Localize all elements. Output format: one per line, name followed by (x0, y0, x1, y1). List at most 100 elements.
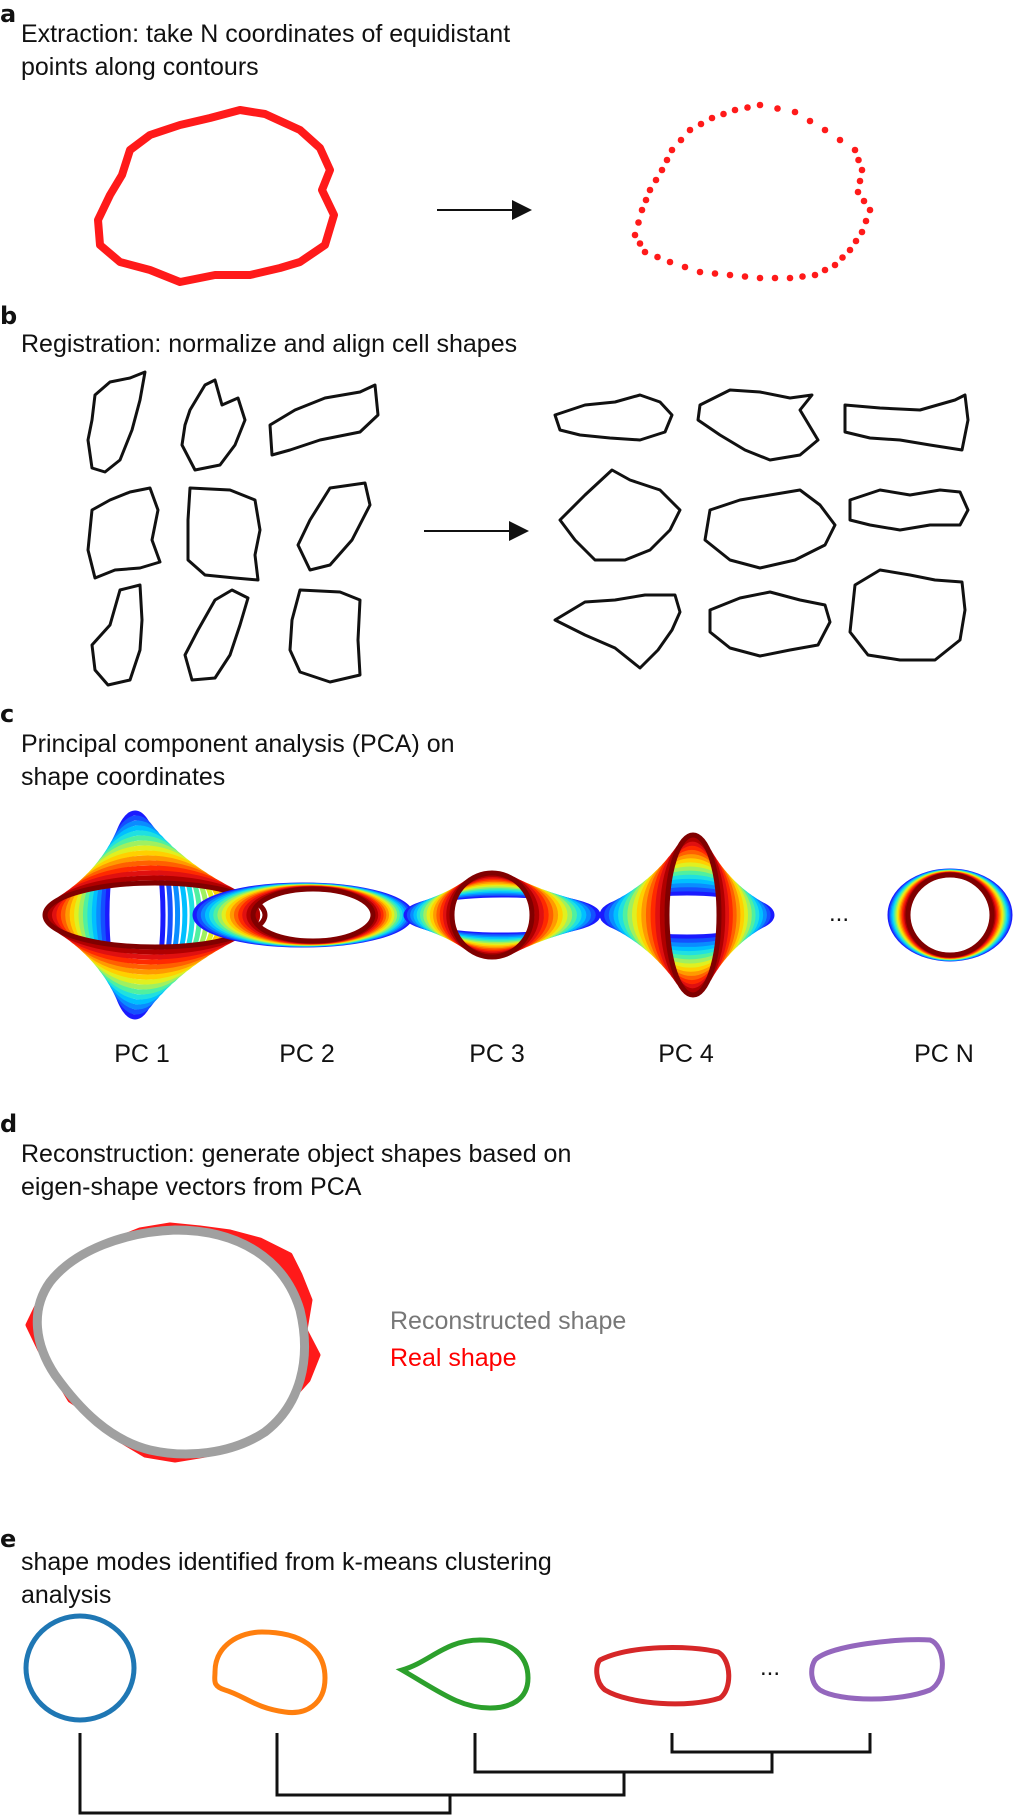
pc-label-3: PC 3 (469, 1040, 525, 1068)
sample-point (756, 101, 764, 109)
pc-label-n: PC N (914, 1040, 974, 1068)
panel-letter-a: a (0, 0, 17, 28)
sample-point (771, 274, 779, 282)
sample-point (831, 261, 839, 269)
pca-contour (613, 878, 764, 952)
pca-contour (645, 849, 737, 981)
legend-real: Real shape (390, 1344, 517, 1372)
sample-point (866, 206, 874, 214)
sample-point (731, 106, 739, 114)
sample-point (836, 136, 844, 144)
sample-point (654, 253, 661, 261)
sample-point (855, 156, 862, 164)
mode-3 (395, 1637, 531, 1711)
sample-point (741, 273, 749, 280)
pc-ellipsis: ... (829, 900, 850, 927)
sample-point (821, 266, 829, 274)
sample-point (666, 258, 674, 266)
sample-point (652, 176, 660, 184)
pca-contour (627, 865, 752, 965)
sample-point (821, 126, 829, 134)
sample-point (726, 271, 734, 279)
pca-contour (636, 857, 745, 973)
sample-point (786, 274, 794, 282)
sample-point (856, 177, 864, 185)
caption-line: shape modes identified from k-means clus… (21, 1548, 552, 1576)
sample-point (846, 246, 854, 254)
reconstruction-legend: Reconstructed shape Real shape (390, 1303, 626, 1377)
sample-point (854, 188, 862, 196)
sample-point (677, 136, 685, 144)
mode-2 (212, 1629, 328, 1716)
panel-c-caption: Principal component analysis (PCA) on sh… (21, 728, 455, 794)
panel-a-caption: Extraction: take N coordinates of equidi… (21, 18, 510, 84)
panel-letter-b: b (0, 302, 18, 330)
pca-contour (608, 882, 767, 948)
sample-point (646, 186, 654, 194)
raw-contour (94, 106, 338, 286)
sample-point (862, 217, 870, 225)
dendrogram (78, 1733, 872, 1815)
pca-contour (95, 820, 181, 1010)
panel-d-caption: Reconstruction: generate object shapes b… (21, 1138, 571, 1204)
sample-point (811, 271, 819, 279)
pca-contour (42, 880, 268, 950)
modes-ellipsis: ... (760, 1654, 781, 1681)
sample-point (744, 104, 751, 111)
sample-point (799, 273, 806, 280)
caption-line: Extraction: take N coordinates of equidi… (21, 20, 511, 48)
sampled-points (631, 101, 874, 282)
sample-point (860, 197, 868, 205)
sample-point (697, 120, 705, 128)
caption-line: shape coordinates (21, 763, 226, 791)
pc-label-1: PC 1 (114, 1040, 170, 1068)
sample-point (631, 231, 639, 239)
sample-point (668, 146, 676, 154)
pca-contour (622, 869, 756, 961)
pca-contour (655, 840, 730, 990)
panel-b-caption: Registration: normalize and align cell s… (21, 328, 517, 361)
pca-contour (599, 890, 775, 940)
panel-letter-c: c (0, 700, 15, 728)
sample-point (642, 196, 650, 204)
mode-4 (594, 1644, 732, 1707)
shape-modes (23, 1613, 945, 1723)
pca-contour (250, 886, 376, 944)
pca-contour (632, 861, 748, 969)
pca-contour (604, 886, 771, 944)
unregistered-shapes (86, 370, 380, 687)
pca-contour (100, 815, 173, 1015)
sample-point (708, 114, 716, 122)
caption-line: Principal component analysis (PCA) on (21, 730, 455, 758)
pca-contour (104, 810, 166, 1020)
sample-point (839, 254, 846, 261)
pc-label-2: PC 2 (279, 1040, 335, 1068)
caption-line: points along contours (21, 53, 259, 81)
panel-letter-e: e (0, 1525, 17, 1553)
pca-contour (46, 875, 261, 955)
sample-point (686, 126, 694, 134)
sample-point (638, 206, 646, 214)
sample-point (636, 240, 644, 247)
panel-letter-d: d (0, 1110, 18, 1138)
caption-line: Registration: normalize and align cell s… (21, 330, 518, 358)
pca-contour (650, 844, 733, 986)
pc-label-4: PC 4 (658, 1040, 714, 1068)
sample-point (696, 268, 704, 276)
sample-point (711, 270, 719, 277)
sample-point (851, 146, 859, 154)
pca-contour (449, 870, 535, 960)
caption-line: analysis (21, 1581, 112, 1609)
caption-line: Reconstruction: generate object shapes b… (21, 1140, 572, 1168)
pca-contour (91, 825, 188, 1005)
registered-shapes (553, 388, 970, 670)
caption-line: eigen-shape vectors from PCA (21, 1173, 362, 1201)
pca-shape-variations (42, 810, 1013, 1020)
sample-point (663, 156, 671, 164)
pca-contour (618, 873, 760, 957)
sample-point (720, 110, 727, 118)
sample-point (681, 263, 689, 271)
mode-1 (23, 1613, 137, 1723)
sample-point (806, 117, 814, 125)
